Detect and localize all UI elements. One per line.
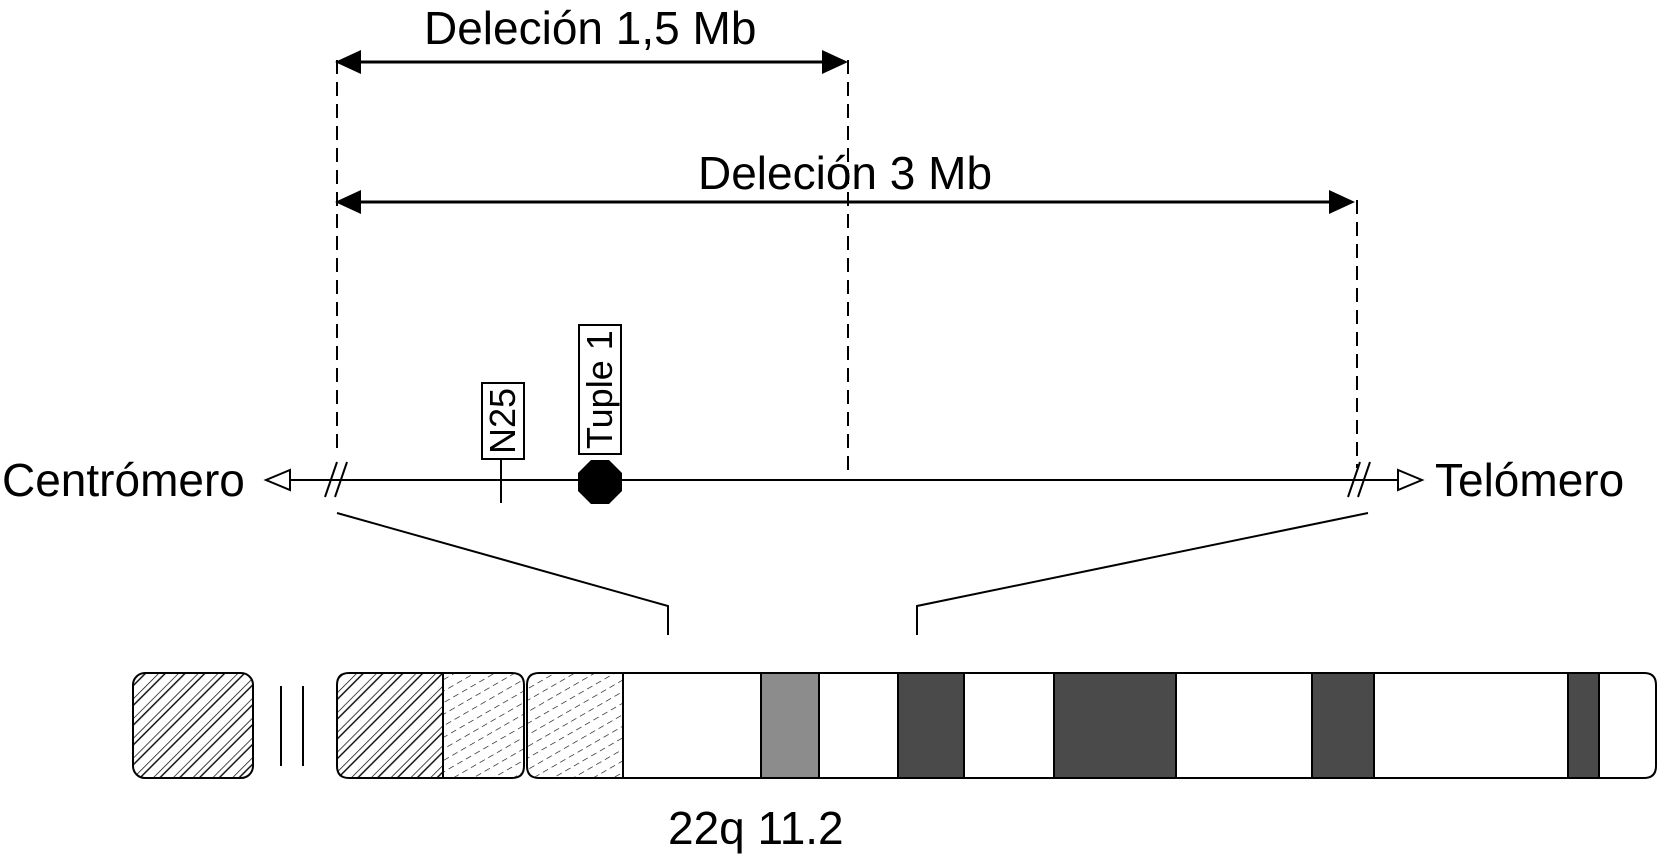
band-medium [760,672,820,779]
band-label: 22q 11.2 [668,802,844,854]
band-dark-4 [1567,672,1600,779]
n25-marker-label: N25 [481,381,525,460]
boundary-lines [336,60,1358,478]
tuple1-marker-label: Tuple 1 [578,324,622,455]
zoom-connectors [336,512,1369,635]
deletion-1-5mb-label: Deleción 1,5 Mb [424,2,757,54]
arrowhead-left [335,50,361,74]
centromere-block-right [442,672,525,779]
telomere-label: Telómero [1435,454,1625,506]
centromere-block-left [336,672,444,779]
zoom-connector-left [336,512,669,635]
break-mark-right [1347,461,1361,498]
zoom-connector-right [916,512,1369,635]
tuple1-marker-dot [578,460,622,504]
chromosome-axis [263,455,1425,504]
chromosome-ideogram [132,672,1657,779]
arrowhead-right [822,50,848,74]
p-arm-block [132,672,254,779]
centromere-label: Centrómero [2,454,245,506]
band-dark-1 [897,672,965,779]
band-dark-3 [1311,672,1375,779]
telomere-arrow-icon [1397,468,1425,492]
deletion-3mb-label: Deleción 3 Mb [698,147,993,199]
deletion-1-5mb-arrow [335,50,848,74]
arrowhead-left [335,190,361,214]
centromere-arrow-icon [263,468,291,492]
band-dark-2 [1053,672,1177,779]
deletion-3mb-arrow [335,190,1355,214]
arrowhead-right [1329,190,1355,214]
break-mark-left [324,461,338,498]
q-arm-start [526,672,624,779]
